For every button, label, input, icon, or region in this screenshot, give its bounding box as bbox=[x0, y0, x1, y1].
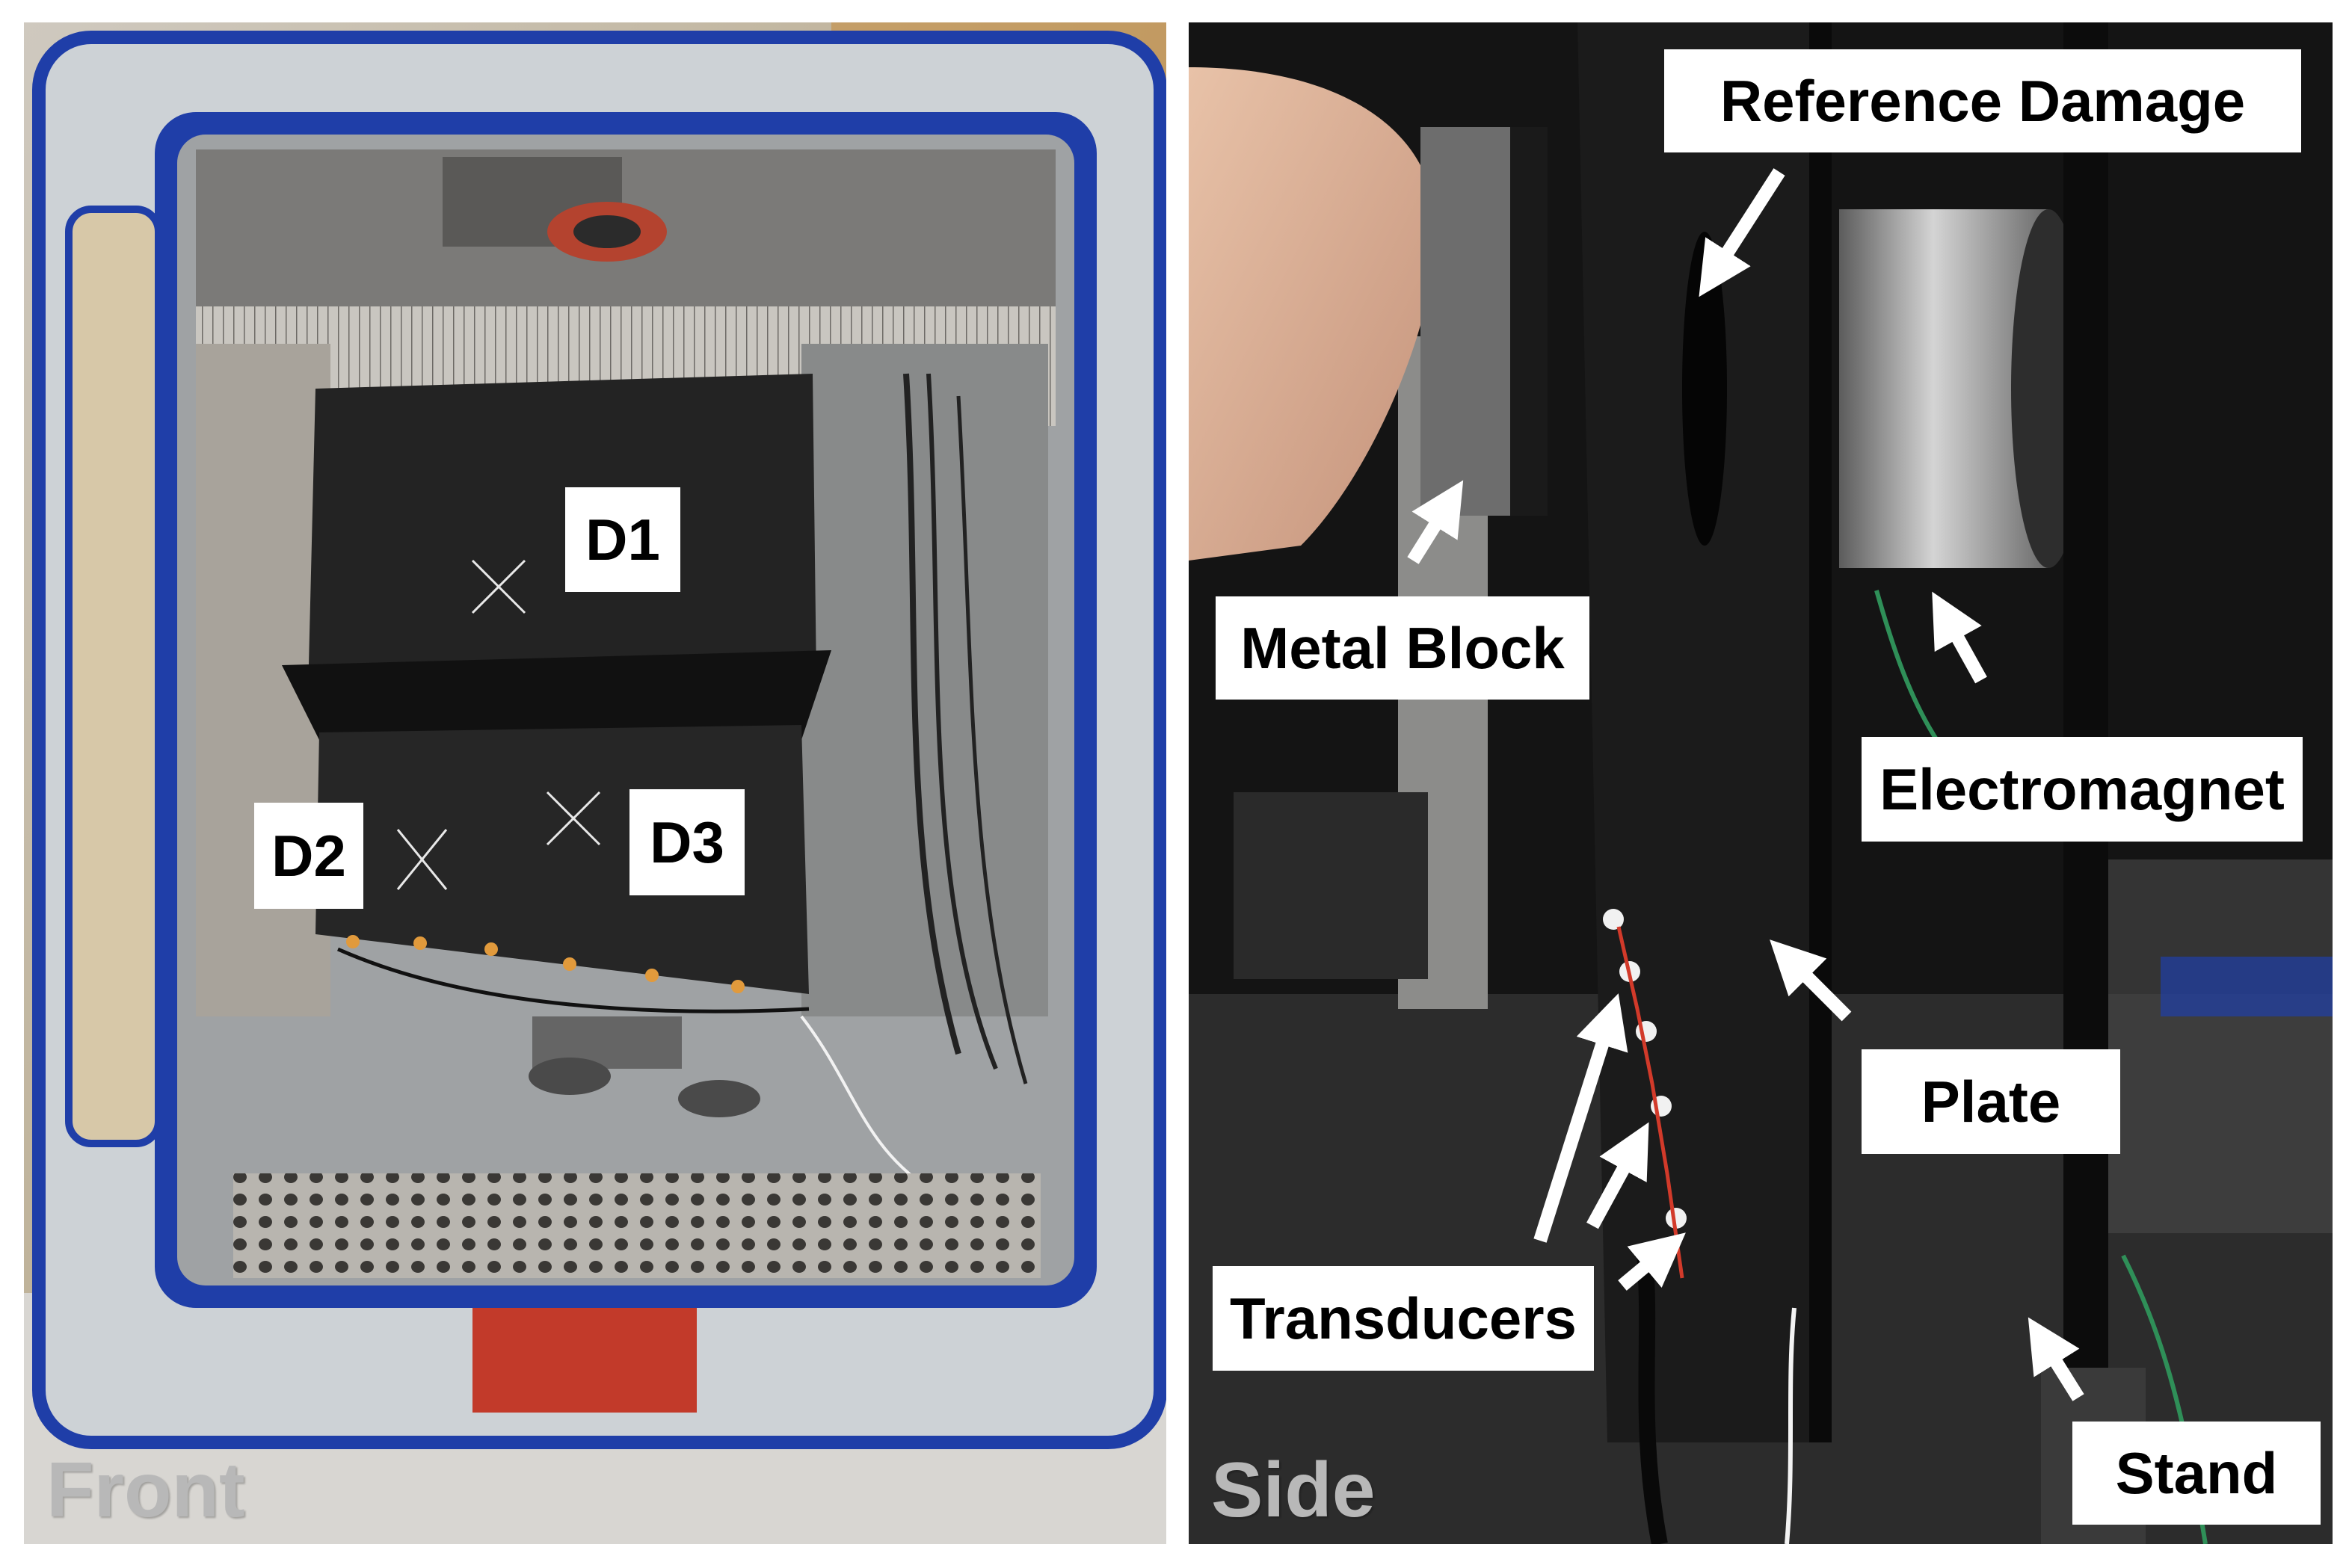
test-plate-upper bbox=[308, 374, 816, 695]
plate-stiffener bbox=[282, 650, 831, 740]
side-photo-panel: Reference Damage Metal Block Electromagn… bbox=[1189, 22, 2333, 1544]
arrow-transducer-2 bbox=[1586, 1122, 1649, 1229]
side-glass bbox=[65, 206, 162, 1147]
label-plate: Plate bbox=[1862, 1049, 2120, 1154]
plate-edge bbox=[1577, 22, 1809, 1442]
front-photo-drawing bbox=[24, 22, 1166, 1544]
stand-rod bbox=[2063, 22, 2108, 1383]
arrow-transducer-3 bbox=[1618, 1232, 1686, 1291]
label-electromagnet: Electromagnet bbox=[1862, 737, 2303, 842]
arrow-plate bbox=[1770, 939, 1852, 1022]
arrow-metal-block bbox=[1407, 480, 1464, 564]
transducer-row bbox=[346, 935, 745, 993]
front-photo-panel: D1 D2 D3 Front bbox=[24, 22, 1166, 1544]
arrow-transducer-1 bbox=[1533, 993, 1628, 1243]
right-wall-reflection bbox=[801, 344, 1048, 1016]
perforated-tray bbox=[233, 1173, 1041, 1278]
label-metal-block: Metal Block bbox=[1216, 596, 1589, 700]
label-stand: Stand bbox=[2072, 1422, 2321, 1525]
annotation-arrows bbox=[1407, 168, 2084, 1401]
hand bbox=[1189, 67, 1436, 561]
arrow-reference-damage bbox=[1699, 168, 1785, 297]
front-caption: Front bbox=[46, 1447, 245, 1534]
red-base-part bbox=[472, 1308, 697, 1413]
arrow-stand bbox=[2028, 1317, 2084, 1401]
marker-label-d1: D1 bbox=[565, 487, 680, 592]
damage-marks bbox=[396, 559, 601, 890]
marker-label-d2: D2 bbox=[254, 803, 363, 909]
label-reference-damage: Reference Damage bbox=[1664, 49, 2301, 152]
label-transducers: Transducers bbox=[1213, 1266, 1594, 1371]
reference-damage-patch bbox=[1682, 232, 1727, 546]
arrow-electromagnet bbox=[1932, 591, 1987, 684]
side-caption: Side bbox=[1211, 1447, 1376, 1534]
marker-label-d3: D3 bbox=[629, 789, 745, 895]
